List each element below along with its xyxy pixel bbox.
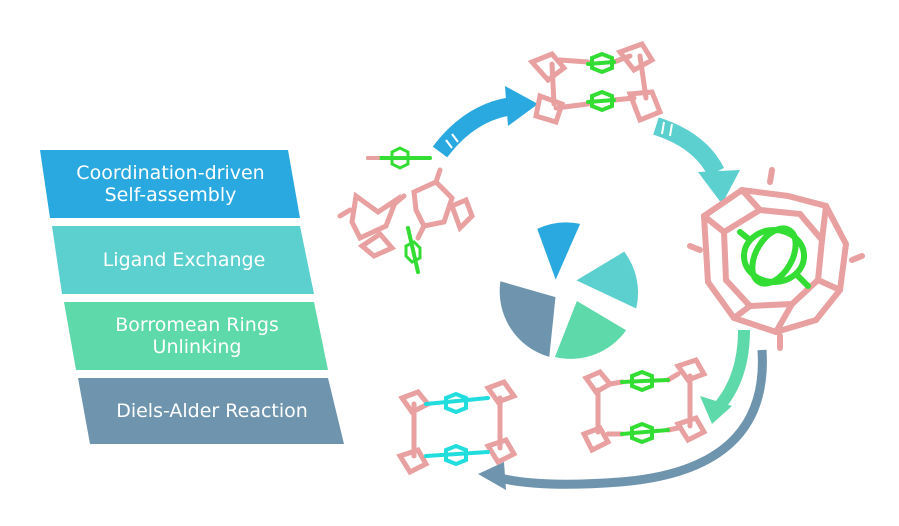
molecular-structure-icon-green-frame — [580, 356, 708, 454]
pie-segment-mint — [554, 300, 627, 359]
molecular-structure-icon-ligand-bottom — [404, 226, 422, 274]
step-label-3: Borromean Rings Unlinking — [72, 302, 322, 370]
molecular-structure-icon-cube-cage — [687, 167, 865, 351]
molecular-structure-icon-cyan-frame — [396, 378, 518, 476]
pie-segment-blue — [537, 222, 581, 280]
curved-arrow-icon-2 — [653, 117, 740, 204]
molecular-structure-icon-cluster-left — [337, 191, 407, 259]
pie-segment-slate — [499, 281, 556, 357]
step-label-1-line-1: Coordination-driven — [76, 162, 265, 184]
step-label-3-line-1: Borromean Rings — [115, 314, 279, 336]
step-label-1: Coordination-driven Self-assembly — [48, 150, 293, 218]
curved-arrow-icon-3 — [700, 329, 750, 424]
step-label-4: Diels-Alder Reaction — [86, 378, 338, 444]
curved-arrow-icon-1 — [432, 86, 538, 158]
step-label-1-line-2: Self-assembly — [104, 184, 237, 206]
cycle-pie-icon — [499, 222, 639, 359]
step-label-4-line-1: Diels-Alder Reaction — [116, 400, 308, 422]
step-label-2: Ligand Exchange — [60, 226, 308, 294]
curved-arrow-icon-4 — [478, 349, 767, 490]
molecular-structure-icon-cluster-right — [411, 167, 475, 241]
step-label-2-line-1: Ligand Exchange — [102, 249, 266, 271]
molecular-structure-icon-top-cage — [527, 40, 664, 126]
pie-segment-teal — [576, 251, 639, 309]
step-label-3-line-2: Unlinking — [152, 336, 242, 358]
molecular-structure-icon-ligand-top — [366, 146, 432, 170]
